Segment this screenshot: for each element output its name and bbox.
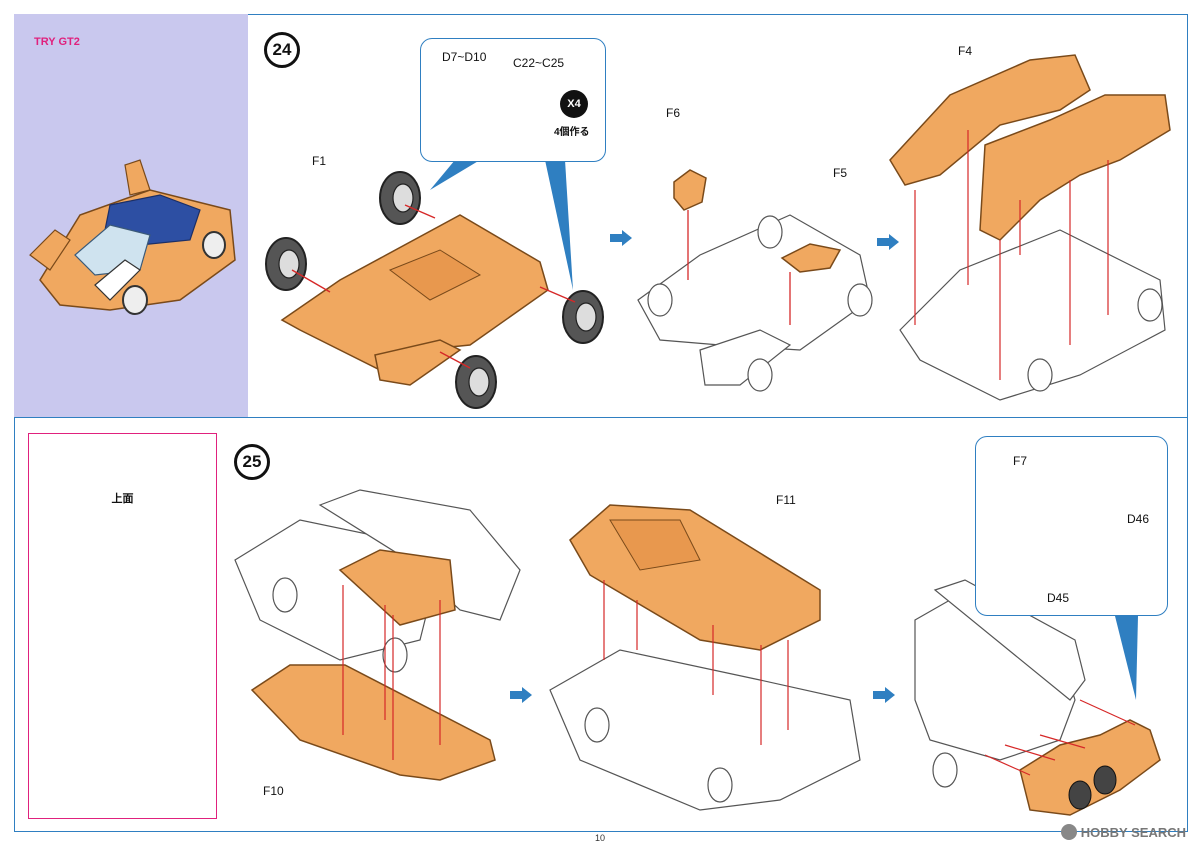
chassis-part-f1	[280, 214, 549, 386]
hobby-search-logo-icon	[1060, 824, 1077, 840]
top-face-reference-box: 上面	[28, 433, 217, 819]
assembled-car-image	[29, 159, 236, 315]
page-number: 10	[594, 833, 605, 843]
instruction-frame	[14, 14, 1188, 832]
step-number-24: 24	[264, 32, 300, 68]
wheels-step24	[265, 171, 604, 409]
watermark-text: HOBBY SEARCH	[1080, 824, 1186, 840]
chassis-outline-mid	[637, 214, 873, 392]
body-part-f4	[889, 54, 1171, 241]
step-divider	[14, 417, 1188, 418]
flow-arrow-icon	[873, 687, 895, 703]
flow-arrow-icon	[510, 687, 532, 703]
base-part-f10	[250, 664, 496, 781]
part-label-d46: D46	[1127, 512, 1150, 526]
part-f5	[780, 243, 842, 273]
part-top-orange	[338, 549, 456, 626]
part-f6	[673, 169, 707, 211]
quantity-badge-x4: X4	[560, 90, 588, 118]
part-label-f10: F10	[263, 784, 284, 798]
step-number-25: 25	[234, 444, 270, 480]
chassis-outline-right	[899, 229, 1166, 401]
make-four-note: 4個作る	[554, 127, 590, 138]
model-name: TRY GT2	[34, 36, 80, 48]
part-label-f7: F7	[1013, 454, 1028, 468]
part-label-c22-c25: C22~C25	[513, 56, 565, 70]
part-label-d7-d10: D7~D10	[442, 50, 487, 64]
flow-arrow-icon	[610, 230, 632, 246]
part-label-f4: F4	[958, 44, 973, 58]
part-f11	[569, 504, 821, 651]
lower-shell-outline	[549, 649, 861, 811]
part-label-f1: F1	[312, 154, 327, 168]
watermark: HOBBY SEARCH	[1060, 822, 1186, 842]
assembled-outline-right	[914, 579, 1086, 788]
top-face-label: 上面	[111, 493, 134, 505]
rear-parts-callout-box	[975, 436, 1168, 616]
part-f7-installed	[1019, 719, 1161, 816]
part-label-f5: F5	[833, 166, 848, 180]
part-label-f6: F6	[666, 106, 681, 120]
part-label-f11: F11	[776, 493, 796, 507]
flow-arrow-icon	[877, 234, 899, 250]
part-label-d45: D45	[1047, 591, 1070, 605]
